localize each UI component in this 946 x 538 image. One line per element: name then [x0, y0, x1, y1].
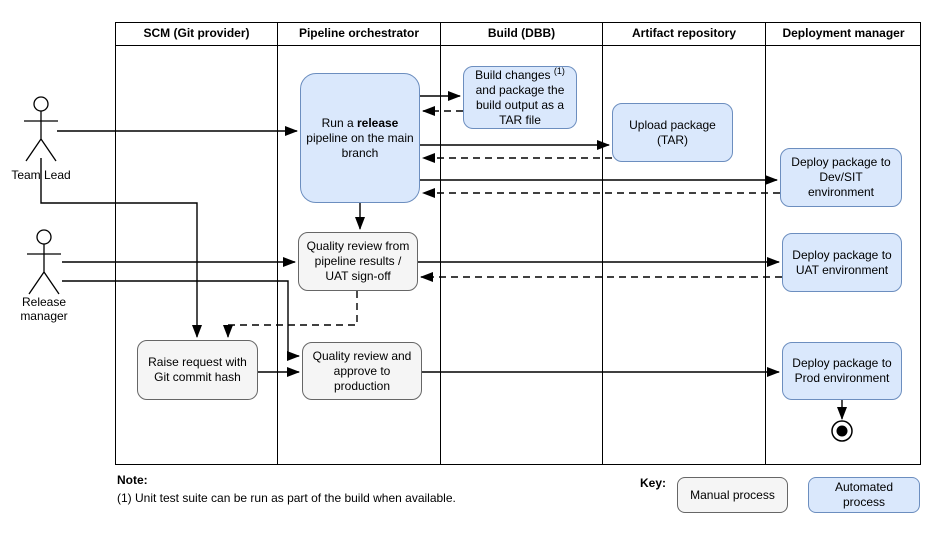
run-release-pipeline-text: Run a release pipeline on the main branc…: [306, 115, 414, 160]
arrow-teamlead-to-raise-request: [40, 158, 202, 338]
team-lead-label: Team Lead: [11, 168, 71, 182]
deploy-dev-node: Deploy package to Dev/SIT environment: [780, 148, 902, 207]
dashed-uat-review-to-raise-request: [223, 291, 358, 338]
lane-header-pipeline-orchestrator: Pipeline orchestrator: [298, 26, 420, 40]
lane-header-artifact-repository: Artifact repository: [631, 26, 737, 40]
build-changes-node: Build changes (1) and package the build …: [463, 66, 577, 129]
upload-package-node: Upload package (TAR): [612, 103, 733, 162]
final-state-icon: [831, 420, 853, 442]
build-changes-text: Build changes (1) and package the build …: [475, 65, 565, 127]
lane-header-build-dbb: Build (DBB): [487, 26, 556, 40]
key-title: Key:: [640, 476, 667, 490]
team-lead-actor-icon: [24, 96, 58, 162]
release-manager-actor-icon: [27, 229, 61, 295]
lane-header-scm: SCM (Git provider): [143, 26, 250, 40]
release-manager-label: Release manager: [20, 295, 68, 323]
arrow-releasemgr-to-approve-prod: [62, 280, 300, 361]
key-manual-process: Manual process: [677, 477, 788, 513]
deploy-prod-node: Deploy package to Prod environment: [782, 342, 902, 400]
uat-review-node: Quality review from pipeline results / U…: [298, 232, 418, 291]
swimlane-grid: [115, 22, 921, 465]
approve-production-node: Quality review and approve to production: [302, 342, 422, 400]
key-automated-process: Automated process: [808, 477, 920, 513]
note-title: Note:: [117, 473, 148, 487]
note-body: (1) Unit test suite can be run as part o…: [117, 491, 456, 505]
deploy-uat-node: Deploy package to UAT environment: [782, 233, 902, 292]
run-release-pipeline-node: Run a release pipeline on the main branc…: [300, 73, 420, 203]
raise-request-node: Raise request with Git commit hash: [137, 340, 258, 400]
lane-header-deployment-manager: Deployment manager: [782, 26, 905, 40]
